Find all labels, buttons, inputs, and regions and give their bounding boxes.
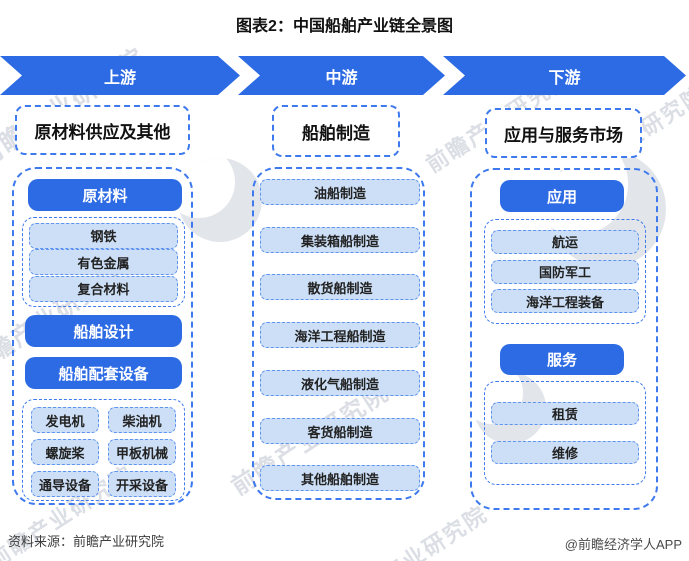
application-group: 航运 国防军工 海洋工程装备 [484, 219, 646, 324]
equipment-item: 螺旋桨 [31, 439, 99, 465]
equipment-item: 通导设备 [31, 471, 99, 497]
downstream-header-label: 应用与服务市场 [504, 125, 623, 145]
ship-type-item: 集装箱船制造 [260, 227, 420, 253]
arrow-midstream: 中游 [238, 56, 445, 95]
equipment-item: 开采设备 [108, 471, 176, 497]
service-item: 租赁 [491, 402, 639, 425]
raw-material-item: 复合材料 [29, 275, 178, 302]
ship-design-button: 船舶设计 [25, 315, 182, 347]
downstream-header: 应用与服务市场 [485, 108, 642, 158]
equipment-item: 发电机 [31, 407, 99, 433]
service-group: 租赁 维修 [484, 381, 646, 485]
arrow-downstream-label: 下游 [548, 69, 581, 87]
arrow-downstream: 下游 [443, 56, 686, 95]
ship-type-item: 客货船制造 [260, 418, 420, 444]
application-item: 海洋工程装备 [491, 289, 639, 314]
ship-type-item: 液化气船制造 [260, 370, 420, 396]
midstream-header: 船舶制造 [272, 105, 400, 157]
midstream-container: 油船制造 集装箱船制造 散货船制造 海洋工程船制造 液化气船制造 客货船制造 其… [252, 167, 425, 500]
raw-materials-title: 原材料 [28, 179, 182, 211]
application-item: 航运 [491, 229, 639, 254]
raw-material-item: 有色金属 [29, 249, 178, 275]
equipment-group: 发电机 柴油机 螺旋桨 甲板机械 通导设备 开采设备 [22, 399, 185, 501]
arrow-upstream-label: 上游 [103, 69, 136, 87]
raw-materials-group: 钢铁 有色金属 复合材料 [22, 217, 185, 307]
service-item: 维修 [491, 441, 639, 464]
midstream-header-label: 船舶制造 [302, 123, 370, 143]
application-item: 国防军工 [491, 259, 639, 284]
upstream-header-label: 原材料供应及其他 [34, 122, 171, 142]
application-title: 应用 [500, 180, 624, 212]
upstream-container: 原材料 钢铁 有色金属 复合材料 船舶设计 船舶配套设备 发电机 柴油机 螺旋桨… [12, 167, 193, 505]
ship-type-item: 海洋工程船制造 [260, 322, 420, 348]
equipment-item: 甲板机械 [108, 439, 176, 465]
raw-material-item: 钢铁 [29, 222, 178, 249]
downstream-container: 应用 航运 国防军工 海洋工程装备 服务 租赁 维修 [470, 168, 658, 510]
ship-type-item: 其他船舶制造 [260, 465, 420, 491]
equipment-item: 柴油机 [108, 407, 176, 433]
credit-note: @前瞻经济学人APP [564, 537, 682, 552]
watermark-text: 前瞻产业研究院 [337, 501, 493, 561]
upstream-header: 原材料供应及其他 [15, 105, 190, 155]
ship-type-item: 散货船制造 [260, 274, 420, 300]
page-title: 图表2：中国船舶产业链全景图 [236, 18, 453, 35]
equipment-title: 船舶配套设备 [25, 357, 182, 389]
arrow-midstream-label: 中游 [325, 69, 358, 87]
service-title: 服务 [500, 344, 624, 375]
arrow-upstream: 上游 [0, 56, 240, 95]
source-note: 资料来源：前瞻产业研究院 [8, 534, 165, 549]
ship-type-item: 油船制造 [260, 179, 420, 205]
